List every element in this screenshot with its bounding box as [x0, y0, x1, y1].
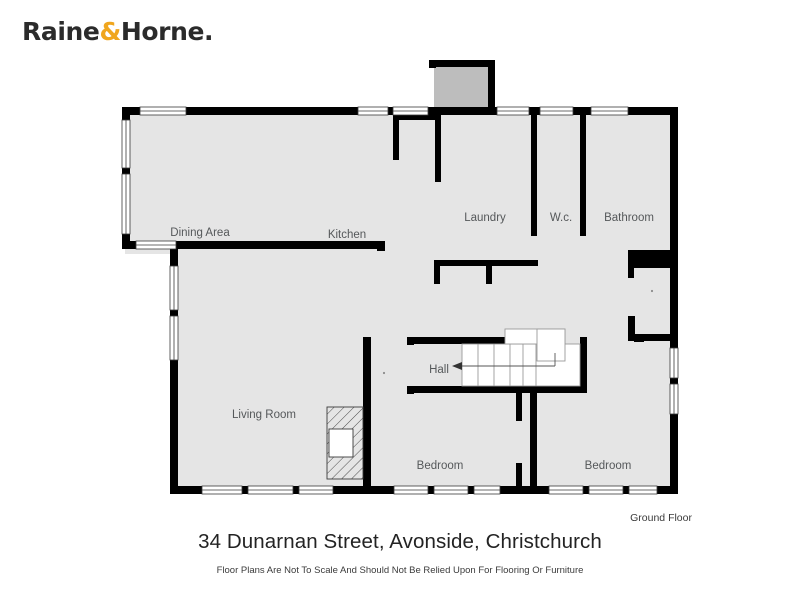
plan-marks	[382, 289, 654, 375]
brand-name-part2: Horne	[120, 16, 205, 46]
room-label-dining-area: Dining Area	[170, 227, 230, 239]
room-label-kitchen: Kitchen	[328, 229, 366, 241]
wall-dining-kitchen-base	[178, 241, 383, 249]
mark-hall	[382, 371, 386, 375]
entry-porch-walls	[429, 60, 495, 114]
window-bottom-bedroom2-b	[588, 485, 624, 495]
wall-mid-hall-divider	[492, 260, 538, 266]
room-labels: Dining Area Kitchen Laundry W.c. Bathroo…	[170, 212, 654, 472]
wall-hall-top	[407, 337, 505, 344]
brand-period: .	[204, 16, 214, 46]
window-bottom-living-c	[298, 485, 334, 495]
window-top-kitchen-a	[357, 106, 389, 116]
window-left-living-upper	[169, 265, 179, 311]
wall-left-living	[170, 241, 178, 494]
wall-pantry-left	[393, 114, 399, 160]
mark-passage	[650, 289, 654, 293]
wall-laundry-bottom-mid-stub	[486, 266, 492, 284]
wall-bedroom-divider-stub	[516, 393, 522, 421]
window-left-dining-lower	[121, 173, 131, 235]
wall-closet-notch	[634, 334, 644, 342]
room-label-bedroom-2: Bedroom	[585, 460, 632, 472]
room-label-bathroom: Bathroom	[604, 212, 654, 224]
window-bottom-bedroom1-a	[393, 485, 429, 495]
interior-walls	[363, 107, 672, 494]
window-right-bedroom-lower	[669, 383, 679, 415]
stair-direction-arrow-icon	[452, 353, 556, 370]
window-top-bathroom	[590, 106, 629, 116]
lower-band-fill	[175, 244, 672, 494]
porch-wall-top	[429, 60, 495, 67]
brand-ampersand: &	[99, 16, 121, 46]
wall-kitchen-laundry	[435, 160, 441, 182]
window-top-dining	[139, 106, 187, 116]
room-label-hall: Hall	[429, 364, 449, 376]
window-left-living-lower	[169, 315, 179, 361]
porch-wall-right	[488, 60, 495, 114]
window-left-dining-upper	[121, 119, 131, 169]
brand-logo-text: Raine&Horne.	[22, 16, 214, 46]
window-bottom-dining	[135, 240, 177, 250]
window-top-kitchen-b	[392, 106, 429, 116]
wall-bedroom-divider-stub-lower	[516, 463, 522, 494]
wall-hall-left	[407, 337, 414, 345]
room-label-laundry: Laundry	[464, 212, 506, 224]
porch-wall-left-stub	[429, 60, 436, 68]
plan-disclaimer: Floor Plans Are Not To Scale And Should …	[216, 565, 584, 576]
wall-bedroom-divider	[530, 393, 537, 494]
wall-closet-bottom	[628, 334, 672, 341]
window-bottom-living-b	[247, 485, 294, 495]
window-right-bedroom-upper	[669, 347, 679, 379]
bathroom-fixture-block	[628, 250, 672, 268]
window-bottom-bedroom2-a	[548, 485, 584, 495]
window-bottom-bedroom2-c	[628, 485, 658, 495]
wall-hall-bottom	[407, 386, 587, 393]
wall-pantry-top	[393, 114, 441, 120]
wall-pantry-right	[435, 114, 441, 166]
wall-laundry-bottom	[434, 260, 537, 266]
room-label-bedroom-1: Bedroom	[417, 460, 464, 472]
wall-wc-bathroom	[580, 114, 586, 236]
wall-closet-left	[628, 316, 635, 340]
bathroom-fixture-stub	[628, 250, 634, 278]
floor-plan-container: Dining Area Kitchen Laundry W.c. Bathroo…	[0, 48, 800, 518]
wall-right	[670, 107, 678, 494]
window-bottom-living-a	[201, 485, 243, 495]
window-top-wc	[539, 106, 574, 116]
brand-name-part1: Raine	[22, 16, 100, 46]
wall-laundry-wc	[531, 114, 537, 236]
staircase	[452, 328, 581, 387]
window-bottom-bedroom1-c	[473, 485, 501, 495]
page-title: 34 Dunarnan Street, Avonside, Christchur…	[198, 530, 602, 553]
brand-logo: Raine&Horne.	[22, 14, 214, 48]
windows	[121, 106, 679, 495]
window-bottom-bedroom1-b	[433, 485, 469, 495]
wall-laundry-bottom-left-stub	[434, 260, 440, 284]
window-top-laundry	[496, 106, 530, 116]
entry-porch-fill	[434, 65, 490, 113]
room-label-living-room: Living Room	[232, 409, 296, 421]
fireplace	[326, 406, 364, 480]
wall-kitchen-bottom-right	[377, 241, 385, 251]
room-label-wc: W.c.	[550, 212, 572, 224]
floor-plan-drawing: Dining Area Kitchen Laundry W.c. Bathroo…	[121, 60, 679, 495]
wall-living-bedroom	[363, 337, 371, 494]
wall-hall-right	[580, 337, 587, 393]
floor-level-label: Ground Floor	[630, 512, 692, 524]
